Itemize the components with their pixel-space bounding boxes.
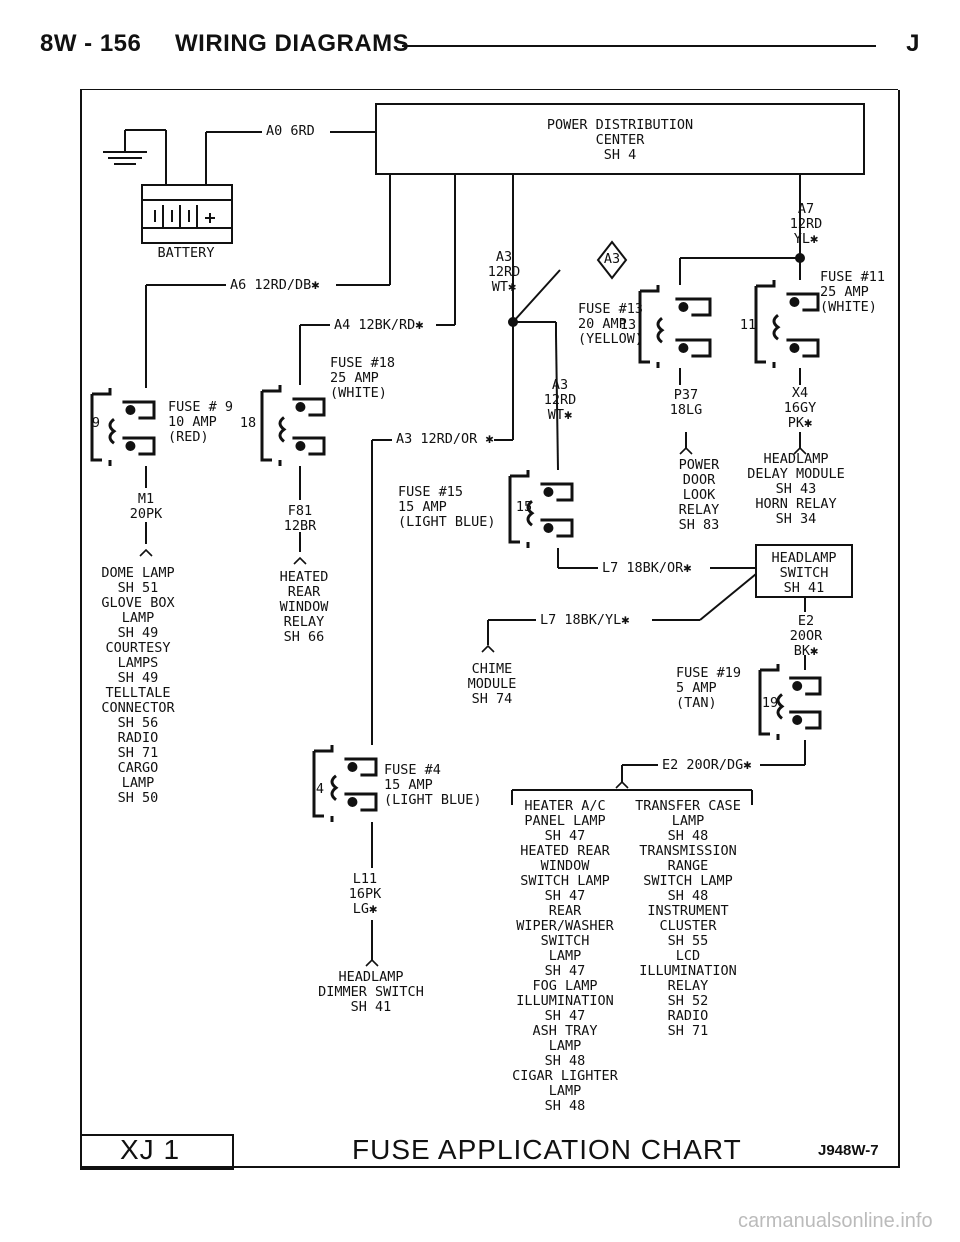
fuse-9-holder bbox=[90, 388, 156, 466]
battery-label: BATTERY bbox=[157, 245, 215, 261]
footer-model-cell bbox=[80, 1134, 234, 1170]
fuse-15-label: FUSE #15 15 AMP (LIGHT BLUE) bbox=[398, 484, 496, 530]
fuse-13-label: FUSE #13 20 AMP (YELLOW) bbox=[578, 301, 644, 347]
fuse-19-holder-terminal-2 bbox=[792, 715, 803, 725]
fuse-18-holder bbox=[260, 385, 326, 466]
wire-a4: A4 12BK/RD✱ bbox=[334, 317, 424, 333]
wire-a3-tag: A3 bbox=[603, 251, 621, 267]
fuse-18-holder-terminal-1 bbox=[295, 402, 306, 412]
footer-model: XJ 1 bbox=[120, 1134, 181, 1165]
fuse-13-holder bbox=[638, 285, 712, 368]
fuse-11-holder-terminal-2 bbox=[789, 343, 800, 353]
load-heated-rear-relay: HEATED REAR WINDOW RELAY SH 66 bbox=[279, 569, 329, 645]
fuse-19-holder bbox=[758, 664, 822, 740]
pdc-title: POWER DISTRIBUTION CENTER SH 4 bbox=[546, 117, 694, 163]
fuse-13-num: 13 bbox=[619, 317, 637, 333]
battery-icon bbox=[141, 184, 233, 244]
fuse-15-holder bbox=[508, 470, 574, 548]
page-ref: 8W - 156 bbox=[40, 30, 142, 57]
load-power-door: POWER DOOR LOOK RELAY SH 83 bbox=[678, 457, 720, 533]
footer-code: J948W-7 bbox=[818, 1142, 879, 1159]
diagram-frame bbox=[80, 90, 900, 1168]
fuse-11-label: FUSE #11 25 AMP (WHITE) bbox=[820, 269, 886, 315]
fuse-4-holder bbox=[312, 745, 378, 822]
fuse-11-holder bbox=[754, 280, 820, 368]
pdc-box bbox=[375, 103, 865, 175]
wire-e2-right: E2 20OR BK✱ bbox=[789, 613, 823, 659]
fuse-15-num: 15 bbox=[515, 499, 533, 515]
fuse-15-holder-terminal-1 bbox=[543, 487, 554, 497]
page-title: WIRING DIAGRAMS bbox=[175, 30, 410, 57]
fuse-13-holder-terminal-1 bbox=[678, 302, 689, 312]
wire-a3-or: A3 12RD/OR ✱ bbox=[396, 431, 494, 447]
load-headlamp-delay: HEADLAMP DELAY MODULE SH 43 HORN RELAY S… bbox=[747, 451, 845, 527]
wire-p37: P37 18LG bbox=[669, 387, 703, 418]
fuse-9-holder-terminal-2 bbox=[125, 441, 136, 451]
fuse-11-holder-terminal-1 bbox=[789, 297, 800, 307]
fuse-9-num: 9 bbox=[91, 415, 101, 431]
wire-a3-top: A3 12RD WT✱ bbox=[487, 249, 521, 295]
frame-top bbox=[80, 89, 898, 90]
wire-a0: A0 6RD bbox=[266, 123, 315, 139]
fuse-18-holder-terminal-2 bbox=[295, 441, 306, 451]
load-headlamp-switch: HEADLAMP SWITCH SH 41 bbox=[771, 550, 837, 596]
load-illum-right: TRANSFER CASE LAMP SH 48 TRANSMISSION RA… bbox=[635, 798, 741, 1039]
watermark: carmanualsonline.info bbox=[738, 1210, 933, 1232]
fuse-4-num: 4 bbox=[315, 781, 325, 797]
wire-x4: X4 16GY PK✱ bbox=[783, 385, 817, 431]
wire-a6: A6 12RD/DB✱ bbox=[230, 277, 320, 293]
header-rule bbox=[402, 45, 876, 47]
fuse-11-num: 11 bbox=[739, 317, 757, 333]
wire-l11: L11 16PK LG✱ bbox=[348, 871, 382, 917]
wire-l7-yl: L7 18BK/YL✱ bbox=[540, 612, 630, 628]
fuse-19-holder-terminal-1 bbox=[792, 681, 803, 691]
header-code: J bbox=[906, 30, 920, 57]
load-dome-group: DOME LAMP SH 51 GLOVE BOX LAMP SH 49 COU… bbox=[101, 565, 175, 806]
page-header: 8W - 156 WIRING DIAGRAMS J bbox=[40, 30, 920, 60]
wire-a7: A7 12RD YL✱ bbox=[789, 201, 823, 247]
wire-e2-dg: E2 20OR/DG✱ bbox=[662, 757, 752, 773]
fuse-13-holder-terminal-2 bbox=[678, 343, 689, 353]
load-dimmer-switch: HEADLAMP DIMMER SWITCH SH 41 bbox=[318, 969, 424, 1015]
fuse-18-num: 18 bbox=[239, 415, 257, 431]
fuse-9-holder-terminal-1 bbox=[125, 405, 136, 415]
wire-f81: F81 12BR bbox=[283, 503, 317, 534]
fuse-4-holder-terminal-1 bbox=[347, 762, 358, 772]
wire-a3-mid: A3 12RD WT✱ bbox=[543, 377, 577, 423]
fuse-15-holder-terminal-2 bbox=[543, 523, 554, 533]
fuse-19-label: FUSE #19 5 AMP (TAN) bbox=[676, 665, 742, 711]
fuse-9-label: FUSE # 9 10 AMP (RED) bbox=[168, 399, 234, 445]
fuse-18-label: FUSE #18 25 AMP (WHITE) bbox=[330, 355, 396, 401]
load-chime: CHIME MODULE SH 74 bbox=[467, 661, 517, 707]
fuse-4-holder-terminal-2 bbox=[347, 797, 358, 807]
footer-title: FUSE APPLICATION CHART bbox=[352, 1134, 742, 1165]
fuse-19-num: 19 bbox=[761, 695, 779, 711]
wire-m1: M1 20PK bbox=[129, 491, 163, 522]
fuse-4-label: FUSE #4 15 AMP (LIGHT BLUE) bbox=[384, 762, 482, 808]
load-illum-left: HEATER A/C PANEL LAMP SH 47 HEATED REAR … bbox=[512, 798, 618, 1114]
wire-l7-or: L7 18BK/OR✱ bbox=[602, 560, 692, 576]
